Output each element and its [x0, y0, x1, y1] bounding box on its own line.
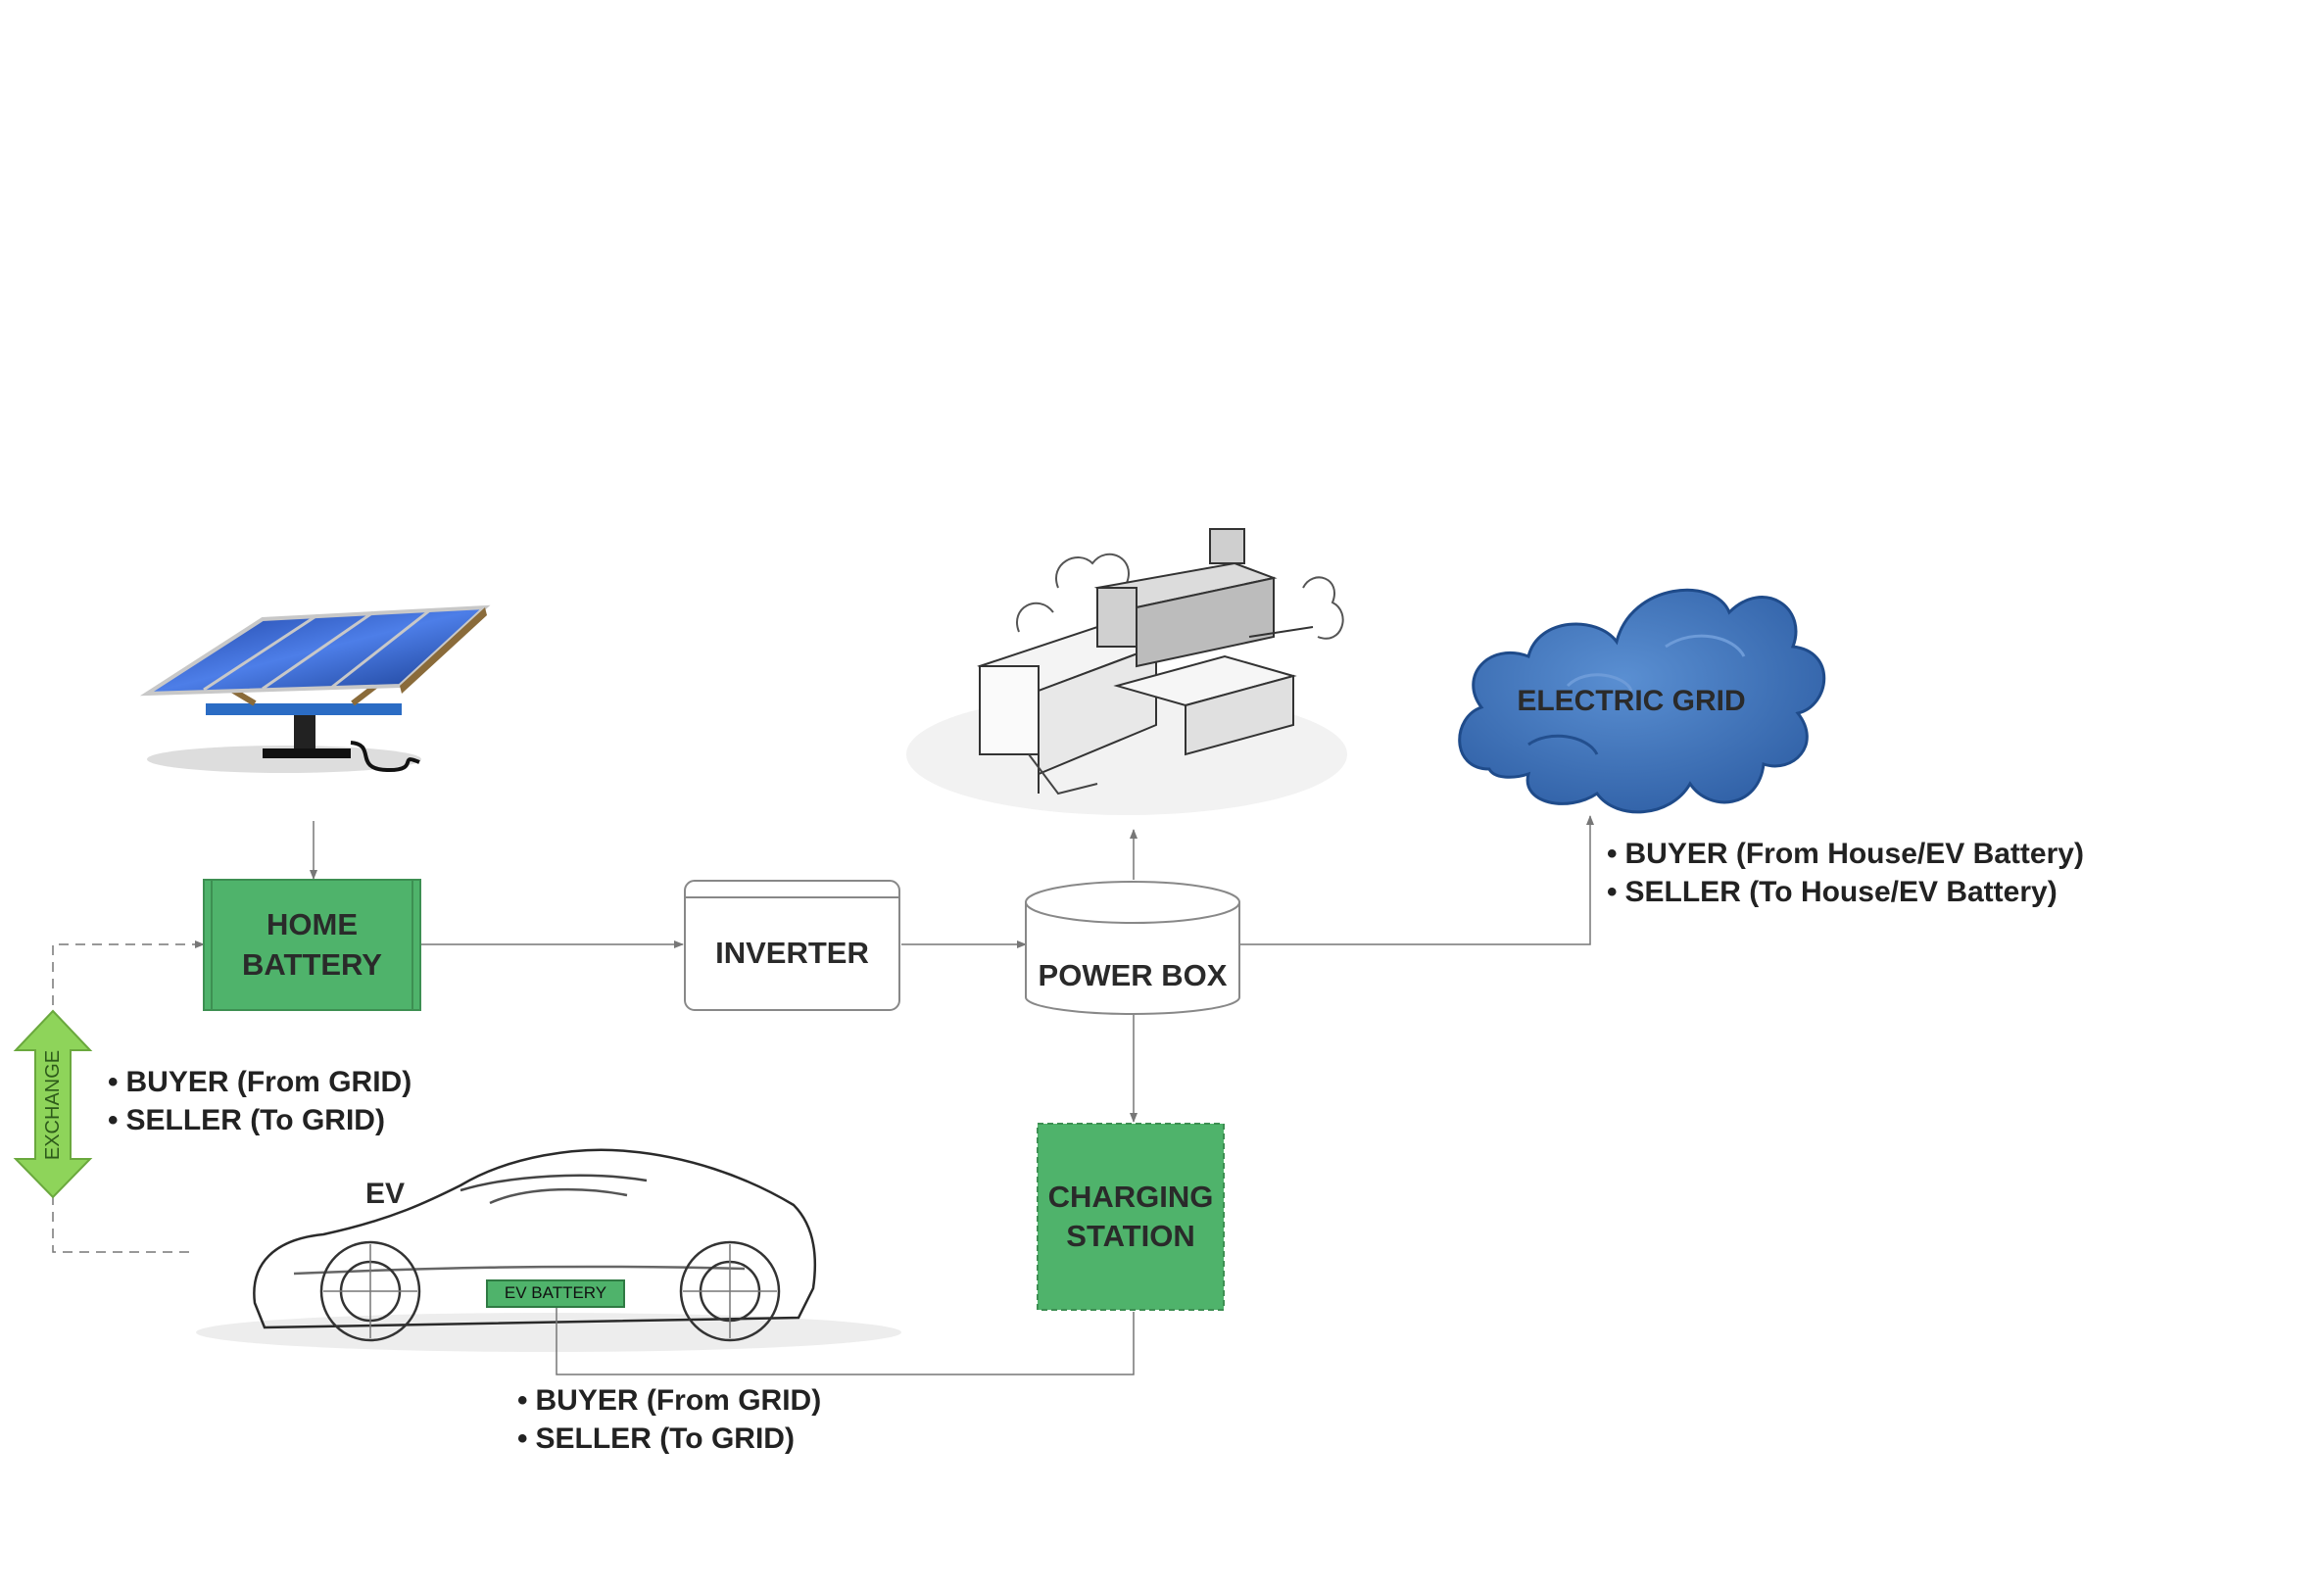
- inverter-label: INVERTER: [715, 936, 869, 971]
- ev-battery-roles-list: BUYER (From GRID) SELLER (To GRID): [517, 1381, 822, 1458]
- power-box-label: POWER BOX: [1038, 957, 1228, 992]
- list-item: BUYER (From House/EV Battery): [1607, 835, 2084, 873]
- ev-battery-label: EV BATTERY: [504, 1283, 607, 1303]
- list-item: BUYER (From GRID): [108, 1063, 412, 1101]
- list-item: SELLER (To GRID): [517, 1420, 821, 1458]
- exchange-arrow: [13, 1009, 93, 1199]
- ev-battery-box: [486, 1279, 625, 1308]
- power-box-cylinder: [1025, 881, 1240, 1015]
- list-item: SELLER (To House/EV Battery): [1607, 873, 2084, 911]
- cloud-icon: [1458, 588, 1826, 814]
- home-battery-roles-list: BUYER (From GRID) SELLER (To GRID): [108, 1063, 412, 1139]
- car-sketch: [196, 1148, 901, 1352]
- inverter-box: [684, 880, 900, 1011]
- charging-station-box: [1037, 1123, 1225, 1311]
- ev-label: EV: [365, 1178, 406, 1210]
- house-sketch: [906, 528, 1347, 815]
- list-item: BUYER (From GRID): [517, 1381, 822, 1420]
- list-item: SELLER (To GRID): [108, 1101, 412, 1139]
- grid-roles-list: BUYER (From House/EV Battery) SELLER (To…: [1607, 835, 2084, 911]
- exchange-label: EXCHANGE: [42, 1049, 64, 1161]
- home-battery-box: [203, 879, 421, 1011]
- solar-panel-illustration: [139, 604, 491, 773]
- electric-grid-label: ELECTRIC GRID: [1517, 684, 1746, 717]
